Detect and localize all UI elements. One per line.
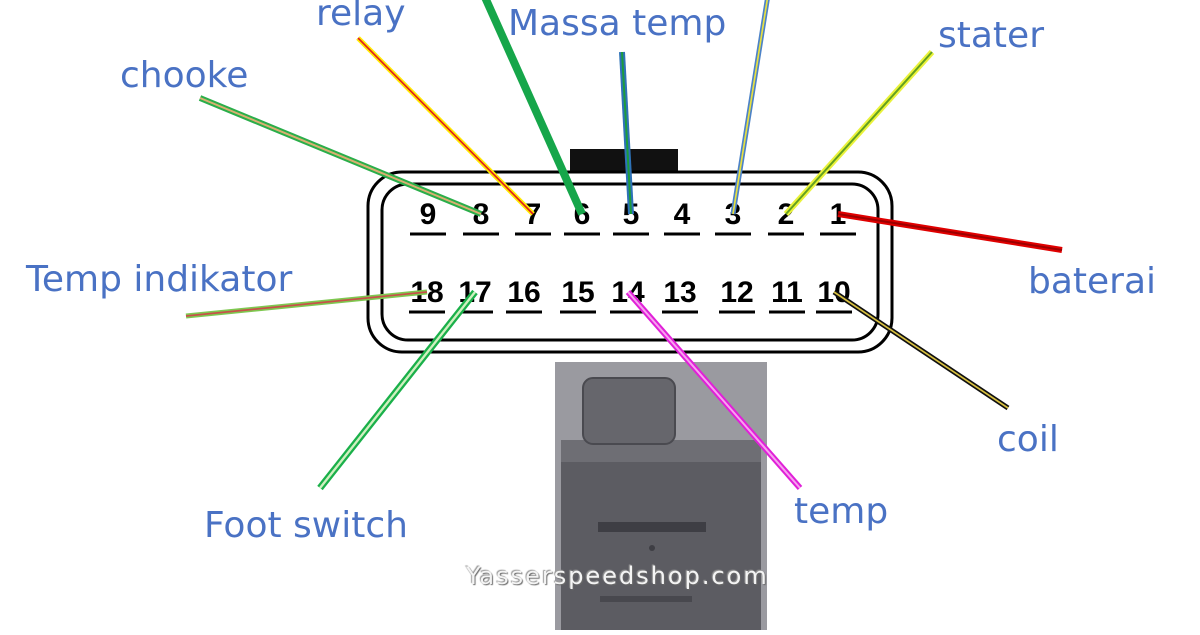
- pin-2-label: 2: [778, 198, 795, 231]
- label-stater: stater: [938, 15, 1044, 56]
- pin-16-label: 16: [507, 276, 540, 309]
- label-temp: temp: [794, 491, 889, 532]
- label-baterai: baterai: [1028, 261, 1157, 302]
- pin-15-label: 15: [561, 276, 594, 309]
- pin-7-label: 7: [525, 198, 542, 231]
- pin-9-label: 9: [420, 198, 437, 231]
- wire-pin-14: [625, 290, 803, 490]
- label-coil: coil: [997, 419, 1059, 460]
- wire-pin-3: [730, 0, 770, 215]
- pin-layer: 987654321181716151413121110: [409, 198, 856, 314]
- label-relay: relay: [316, 0, 406, 34]
- label-foot-switch: Foot switch: [204, 505, 408, 546]
- wire-pin-18: [185, 289, 428, 319]
- wire-pin-5: [619, 51, 634, 215]
- wire-pin-2: [783, 49, 935, 217]
- pin-8-label: 8: [473, 198, 490, 231]
- wire-pin-8: [198, 95, 483, 217]
- pin-13-label: 13: [663, 276, 696, 309]
- pin-5-label: 5: [623, 198, 640, 231]
- label-massa-temp: Massa temp: [508, 3, 727, 44]
- connector-housing: [366, 149, 894, 354]
- pin-12-label: 12: [720, 276, 753, 309]
- wire-pin-17: [317, 289, 478, 491]
- pin-3-label: 3: [725, 198, 742, 231]
- wire-pin-6: [481, 0, 586, 216]
- pin-11-label: 11: [771, 276, 803, 309]
- wire-pin-7: [356, 36, 535, 216]
- wire-pin-1: [837, 211, 1063, 253]
- label-temp-indikator: Temp indikator: [26, 259, 293, 300]
- pin-4-label: 4: [674, 198, 691, 231]
- wire-pin-10: [832, 289, 1010, 411]
- label-chooke: chooke: [120, 55, 249, 96]
- watermark: Yasserspeedshop.com: [466, 562, 769, 590]
- wire-layer: [185, 0, 1063, 491]
